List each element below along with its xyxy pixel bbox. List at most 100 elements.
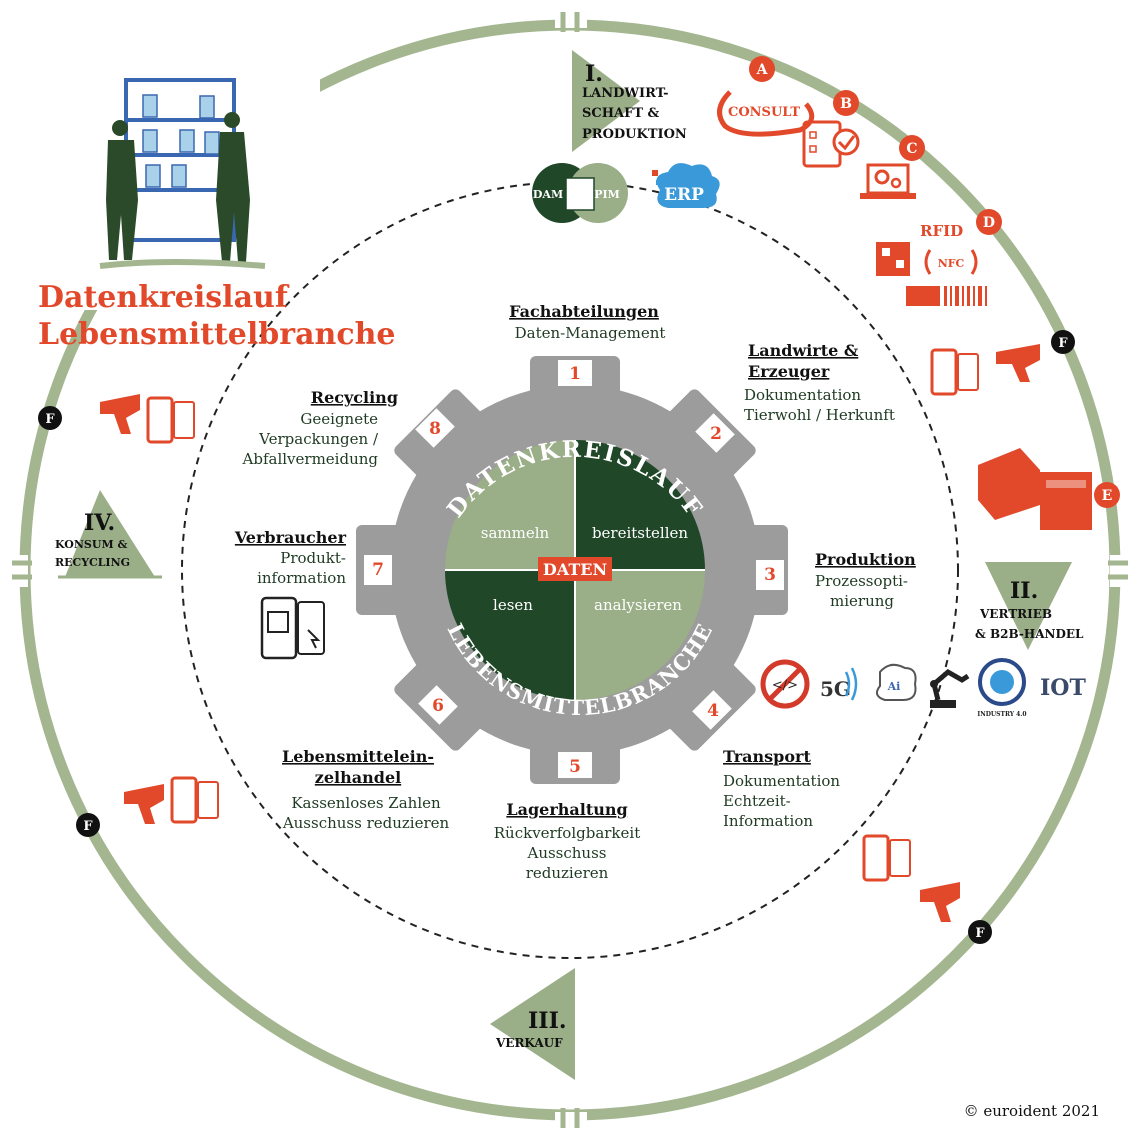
center-daten-label: DATEN <box>543 560 607 579</box>
phase-1-flag: I. LANDWIRT- SCHAFT & PRODUKTION <box>572 50 687 152</box>
tooth-7: 7 <box>372 560 384 580</box>
section-6-line-1: Kassenloses Zahlen <box>291 794 441 812</box>
consumer-phone-icon <box>260 596 325 660</box>
tooth-6: 6 <box>432 696 444 716</box>
badge-c: C <box>899 135 925 161</box>
badge-a: A <box>749 56 775 82</box>
copyright: © euroident 2021 <box>964 1102 1100 1120</box>
rfid-nfc-icon: RFID NFC <box>876 222 987 306</box>
phase-4-line-2: RECYCLING <box>55 556 130 569</box>
section-2-heading-1: Landwirte & <box>748 341 859 360</box>
checklist-icon <box>802 120 860 168</box>
badge-d: D <box>976 209 1002 235</box>
phase-4-numeral: IV. <box>84 510 115 536</box>
phase-2-flag: II. VERTRIEB & B2B-HANDEL <box>975 562 1084 650</box>
iot-icon: IOT <box>1040 675 1086 701</box>
badge-f-3: F <box>83 819 93 834</box>
phase-4-line-1: KONSUM & <box>55 538 127 551</box>
dam-pim-icon: DAM PIM <box>532 163 628 223</box>
svg-text:</>: </> <box>772 678 798 693</box>
tooth-5: 5 <box>569 757 581 777</box>
section-3-line-1: Prozessopti- <box>815 572 908 590</box>
five-g-icon: 5G <box>820 677 851 701</box>
quadrant-label-lesen: lesen <box>493 596 533 614</box>
tooth-2: 2 <box>710 424 722 444</box>
quadrant-label-analysieren: analysieren <box>594 596 682 614</box>
section-1-line-1: Daten-Management <box>515 324 666 342</box>
section-5: Lagerhaltung Rückverfolgbarkeit Ausschus… <box>494 800 640 882</box>
badge-f-2: F <box>45 412 55 427</box>
consult-label: CONSULT <box>728 105 800 120</box>
quadrant-lesen <box>445 570 575 700</box>
quadrant-analysieren <box>575 570 705 700</box>
section-5-line-3: reduzieren <box>526 864 609 882</box>
section-3-line-2: mierung <box>830 592 894 610</box>
section-6: Lebensmittelein- zelhandel Kassenloses Z… <box>282 747 450 832</box>
nfc-label: NFC <box>938 257 965 270</box>
section-4-line-2: Echtzeit- <box>723 792 791 810</box>
erp-icon: ERP <box>652 163 720 208</box>
quadrant-label-sammeln: sammeln <box>481 524 550 542</box>
section-8-heading: Recycling <box>311 388 398 407</box>
phase-1-line-1: LANDWIRT- <box>582 86 669 101</box>
phase-4-flag: IV. KONSUM & RECYCLING <box>55 490 162 579</box>
section-4: Transport Dokumentation Echtzeit- Inform… <box>723 747 840 830</box>
title-line-1: Datenkreislauf <box>38 280 290 315</box>
industry-label: INDUSTRY 4.0 <box>977 711 1026 718</box>
svg-text:C: C <box>906 141 917 157</box>
section-4-heading: Transport <box>723 747 811 766</box>
tooth-4: 4 <box>707 701 719 721</box>
section-2-heading-2: Erzeuger <box>748 362 830 381</box>
section-8-line-2: Verpackungen / <box>258 430 379 448</box>
quadrant-label-bereitstellen: bereitstellen <box>592 524 688 542</box>
section-7-heading: Verbraucher <box>234 528 347 547</box>
section-1-heading: Fachabteilungen <box>509 302 659 321</box>
ai-brain-icon: Ai <box>875 663 917 701</box>
scanner-group-right-top: F <box>930 330 1075 396</box>
tooth-8: 8 <box>429 419 441 439</box>
phase-1-line-2: SCHAFT & <box>582 106 660 121</box>
shelf-illustration <box>99 78 266 269</box>
ai-label: Ai <box>887 680 901 693</box>
phase-1-line-3: PRODUKTION <box>582 127 687 142</box>
section-7: Verbraucher Produkt- information <box>234 528 347 587</box>
pim-label: PIM <box>594 188 620 201</box>
section-labels: Fachabteilungen Daten-Management Landwir… <box>234 302 916 882</box>
laptop-gears-icon <box>860 163 916 199</box>
section-6-heading-1: Lebensmittelein- <box>282 747 434 766</box>
scanner-group-right-bottom: F <box>862 834 992 944</box>
section-4-line-3: Information <box>723 812 813 830</box>
data-gear: DATENKREISLAUF LEBENSMITTELBRANCHE samme… <box>356 356 788 784</box>
section-5-heading: Lagerhaltung <box>506 800 627 819</box>
section-2-line-1: Dokumentation <box>744 386 861 404</box>
tooth-3: 3 <box>764 565 776 585</box>
phase-2-numeral: II. <box>1010 578 1038 604</box>
section-2-line-2: Tierwohl / Herkunft <box>744 406 895 424</box>
consult-icon: CONSULT <box>717 90 815 137</box>
tooth-1: 1 <box>569 364 581 384</box>
no-code-icon: </> <box>760 659 810 709</box>
section-7-line-1: Produkt- <box>280 549 346 567</box>
phase-3-flag: III. VERKAUF <box>490 968 575 1080</box>
inner-dashed-circle <box>181 181 959 959</box>
badge-e: E <box>1094 482 1120 508</box>
quadrant-bereitstellen <box>575 440 705 570</box>
section-1: Fachabteilungen Daten-Management <box>509 302 665 342</box>
outer-ring <box>12 12 1128 1128</box>
badge-b: B <box>833 90 859 116</box>
badge-f-1: F <box>1058 336 1068 351</box>
section-5-line-2: Ausschuss <box>526 844 606 862</box>
rfid-label: RFID <box>920 222 963 240</box>
section-6-heading-2: zelhandel <box>315 768 401 787</box>
section-5-line-1: Rückverfolgbarkeit <box>494 824 640 842</box>
diagram-title: Datenkreislauf Lebensmittelbranche <box>38 280 395 352</box>
robot-arm-icon <box>930 668 970 708</box>
title-line-2: Lebensmittelbranche <box>38 317 395 352</box>
technology-icons: </> 5G Ai INDUSTRY 4.0 IOT <box>760 658 1086 718</box>
phase-2-line-2: & B2B-HANDEL <box>975 627 1084 641</box>
section-4-line-1: Dokumentation <box>723 772 840 790</box>
phase-3-numeral: III. <box>528 1008 567 1034</box>
section-2: Landwirte & Erzeuger Dokumentation Tierw… <box>744 341 895 424</box>
scanner-group-left-bottom: F <box>76 776 219 837</box>
